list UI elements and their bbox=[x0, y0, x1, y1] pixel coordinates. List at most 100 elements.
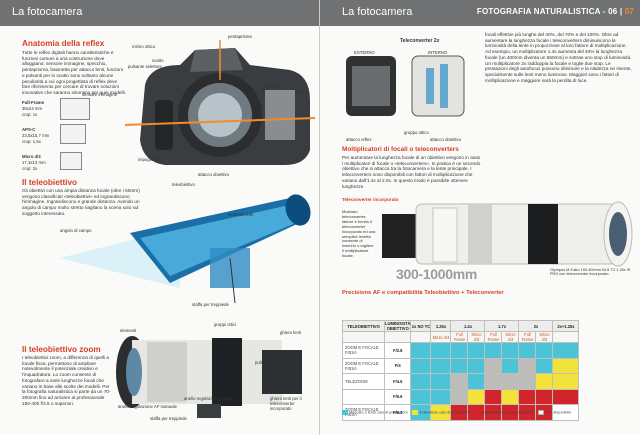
cell bbox=[484, 404, 503, 421]
cell bbox=[552, 342, 580, 359]
sensor-m43-box bbox=[60, 152, 82, 170]
th-1x: 1x NO TC bbox=[410, 320, 432, 332]
tc-label-interno: INTERNO bbox=[428, 50, 448, 55]
right-header-section: FOTOGRAFIA NATURALISTICA - 06 | 07 bbox=[476, 7, 634, 16]
legend-swatch-blue bbox=[342, 410, 348, 415]
table-row: F/5.6 bbox=[342, 388, 580, 405]
table-subheader-row: Micro 4/3 Full Frame Micro 4/3 Full Fram… bbox=[342, 331, 580, 343]
focal-range: 300-1000mm bbox=[396, 266, 478, 282]
cell bbox=[535, 357, 554, 374]
th-17x: 1.7x bbox=[484, 320, 520, 332]
cell bbox=[518, 342, 537, 359]
th-teleobiettivo: TELEOBIETTIVO bbox=[342, 320, 385, 332]
row-f: F/6.3 bbox=[383, 404, 412, 421]
legend-item: Significativo calo di prestazioni bbox=[474, 410, 533, 415]
body-text-teleconverter: focali effettive più lunghe del 40%, del… bbox=[485, 32, 632, 83]
camera-label-impugnatura: impugnatura bbox=[138, 157, 162, 162]
th-14x: 1.4x bbox=[450, 320, 486, 332]
sub-8: Full Frame bbox=[518, 331, 537, 343]
table-title: Precisione AF e compatibilità Teleobiett… bbox=[342, 290, 504, 296]
sensor-m43-name: Micro 4/3 bbox=[22, 154, 41, 159]
tele-label-elementi: elementi lenti bbox=[228, 212, 254, 217]
cell bbox=[410, 342, 432, 359]
table-legend: Mancato o lento calo di prestazioni Il r… bbox=[342, 410, 571, 415]
legend-swatch-white bbox=[538, 410, 545, 415]
cell bbox=[467, 342, 486, 359]
table-header-row: TELEOBIETTIVO LUMINOSITÀ OBIETTIVO 1x NO… bbox=[342, 320, 580, 332]
zoom-label-anello-af: anello regolazione AF manuale bbox=[118, 404, 178, 409]
cell bbox=[430, 342, 452, 359]
legend-item: Il rilevatore calo di prestazioni bbox=[412, 410, 470, 415]
cell bbox=[410, 388, 432, 405]
sensor-m43-crop: crop: 2x bbox=[22, 166, 38, 171]
cell bbox=[518, 357, 537, 374]
cell bbox=[501, 373, 520, 390]
th-125x: 1.25x bbox=[430, 320, 452, 332]
tele-label-teleobiettivo: teleobiettivo bbox=[172, 182, 195, 187]
incorporato-text: Mostrato teleconverter; fattore è fornit… bbox=[342, 210, 376, 259]
tc-label-gruppo: gruppo ottico bbox=[404, 130, 429, 135]
left-header-title: La fotocamera bbox=[12, 6, 83, 18]
camera-label-lenti: lenti bbox=[295, 90, 303, 95]
row-label bbox=[342, 388, 385, 405]
right-header-title: La fotocamera bbox=[342, 6, 413, 18]
reflex-camera-illustration bbox=[125, 40, 316, 165]
cell bbox=[552, 404, 580, 421]
sub-7: Micro 4/3 bbox=[501, 331, 520, 343]
cell bbox=[450, 404, 469, 421]
cell bbox=[450, 373, 469, 390]
zoom-label-ghiera: ghiera lenti bbox=[280, 330, 302, 335]
telephoto-lens-illustration bbox=[60, 194, 311, 304]
teleconverter-diagram bbox=[346, 55, 465, 117]
right-header: La fotocamera FOTOGRAFIA NATURALISTICA -… bbox=[320, 0, 640, 26]
legend-item: Non disponibile bbox=[538, 410, 571, 415]
sub-3: Micro 4/3 bbox=[430, 331, 452, 343]
zoom-label-teleconverter: ghiera lenti per il teleconverter incorp… bbox=[270, 396, 302, 411]
zoom-lens-illustration bbox=[116, 336, 302, 418]
section-title-anatomia: Anatomia della reflex bbox=[22, 39, 105, 48]
cell bbox=[552, 357, 580, 374]
sensor-ff-crop: crop: 1x bbox=[22, 112, 38, 117]
legend-text: Mancato o lento calo di prestazioni bbox=[349, 410, 408, 415]
zoom-label-gruppi: gruppi ottici bbox=[214, 322, 236, 327]
legend-swatch-red bbox=[474, 410, 481, 415]
sub-9: Micro 4/3 bbox=[535, 331, 554, 343]
table-row: ZOOM E FOCALE FISSA F/4 bbox=[342, 357, 580, 374]
th-2x: 2x bbox=[518, 320, 554, 332]
tc-label-attacco-reflex: attacco reflex bbox=[346, 137, 372, 142]
camera-label-specchio: specchio bbox=[261, 84, 278, 89]
cell bbox=[552, 388, 580, 405]
tele-label-staffa: staffa per treppiede bbox=[192, 302, 229, 307]
cell bbox=[450, 342, 469, 359]
sensor-apsc-name: APS-C bbox=[22, 127, 36, 132]
tc-label-attacco-obiettivo: attacco obiettivo bbox=[430, 137, 462, 142]
table-row: TELEZOOM F/4.5 bbox=[342, 373, 580, 390]
sensor-apsc-crop: crop: 1,5x bbox=[22, 139, 41, 144]
cell bbox=[518, 388, 537, 405]
page-number: 07 bbox=[624, 7, 634, 16]
section-text-moltiplicatori: Per aumentare la lunghezza focale di un … bbox=[342, 155, 481, 189]
camera-label-selettore: pulsante selettore bbox=[128, 64, 162, 69]
teleconverter-title: Teleconverter 2x bbox=[400, 38, 440, 44]
row-label: TELEZOOM bbox=[342, 373, 385, 390]
cell bbox=[410, 404, 432, 421]
row-label: ZOOM E FOCALE FISSA bbox=[342, 404, 385, 421]
issue-number: 06 bbox=[608, 7, 618, 16]
row-f: F/4 bbox=[383, 357, 412, 374]
cell bbox=[467, 388, 486, 405]
camera-label-pentaprisma: pentaprisma bbox=[228, 34, 252, 39]
sub-4: Full Frame bbox=[450, 331, 469, 343]
cell bbox=[501, 404, 520, 421]
incorporato-title: Teleconverter incorporato bbox=[342, 197, 399, 202]
sub-0 bbox=[342, 331, 385, 343]
cell bbox=[501, 357, 520, 374]
row-label: ZOOM E FOCALE FISSA bbox=[342, 357, 385, 374]
cell bbox=[518, 373, 537, 390]
row-f: F/5.6 bbox=[383, 388, 412, 405]
th-2x125x: 2x+1.25x bbox=[552, 320, 580, 332]
sub-10 bbox=[552, 331, 580, 343]
cell bbox=[552, 373, 580, 390]
legend-swatch-yellow bbox=[412, 410, 419, 415]
sensor-m43-size: 17,3x13 mm bbox=[22, 160, 46, 165]
cell bbox=[484, 357, 503, 374]
